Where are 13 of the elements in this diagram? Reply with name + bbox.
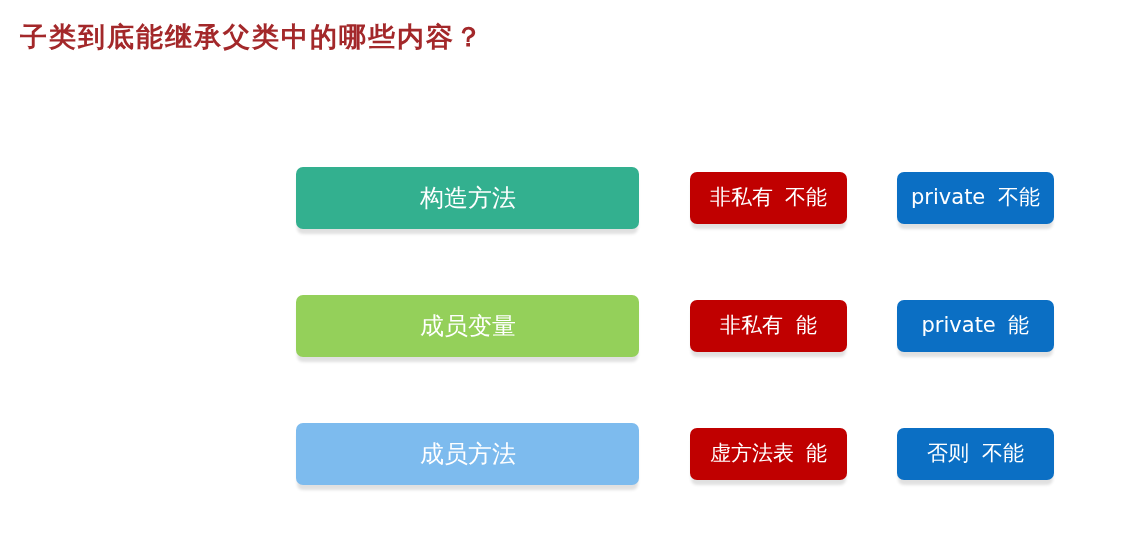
box-label: 非私有 不能 — [709, 185, 828, 211]
box-label: 成员方法 — [419, 439, 516, 469]
box-label: 成员变量 — [419, 311, 516, 341]
box-label: private 不能 — [911, 185, 1040, 211]
category-box — [296, 295, 639, 357]
box-label: 虚方法表 能 — [709, 441, 828, 467]
category-box — [296, 167, 639, 229]
box-label: private 能 — [921, 313, 1030, 339]
box-label: 构造方法 — [419, 183, 516, 213]
page-title: 子类到底能继承父类中的哪些内容？ — [20, 20, 484, 54]
box-label: 非私有 能 — [720, 313, 817, 339]
box-label: 否则 不能 — [927, 441, 1024, 467]
category-box — [296, 423, 639, 485]
